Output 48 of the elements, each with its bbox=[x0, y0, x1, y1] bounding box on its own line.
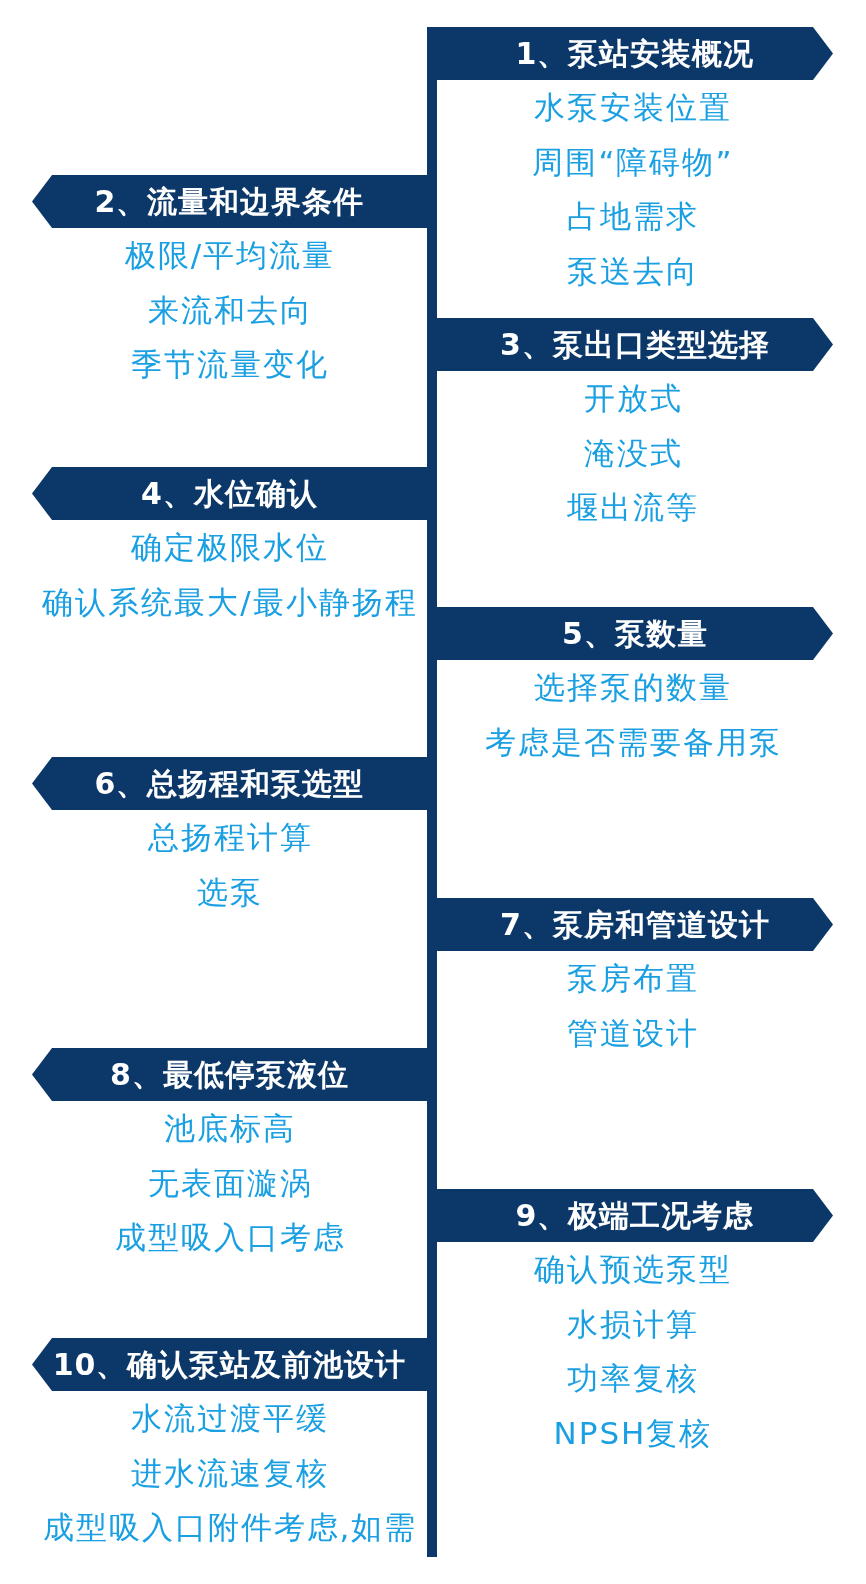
sub-step-text: 管道设计 bbox=[567, 1013, 699, 1053]
sub-step-text: 来流和去向 bbox=[147, 290, 313, 330]
step-heading: 1、泵站安装概况 bbox=[515, 35, 755, 72]
sub-step-text: 考虑是否需要备用泵 bbox=[484, 722, 782, 762]
arrow-banner bbox=[32, 467, 427, 520]
sub-step-text: 进水流速复核 bbox=[131, 1453, 329, 1493]
step-heading: 8、最低停泵液位 bbox=[110, 1056, 349, 1093]
sub-step-text: 泵送去向 bbox=[567, 251, 699, 291]
sub-step-text: 成型吸入口附件考虑,如需 bbox=[42, 1508, 418, 1547]
step-heading: 7、泵房和管道设计 bbox=[500, 906, 770, 943]
step-heading: 10、确认泵站及前池设计 bbox=[52, 1346, 407, 1383]
arrow-banner bbox=[32, 175, 427, 228]
sub-step-text: 开放式 bbox=[583, 379, 683, 418]
sub-step-text: 选泵 bbox=[197, 872, 263, 912]
sub-step-text: 池底标高 bbox=[164, 1109, 296, 1148]
sub-step-text: 水泵安装位置 bbox=[534, 88, 732, 127]
sub-step-text: 水流过渡平缓 bbox=[131, 1399, 329, 1438]
arrow-banner bbox=[32, 1338, 427, 1391]
arrow-banner bbox=[437, 607, 833, 660]
sub-step-text: 堰出流等 bbox=[567, 488, 699, 527]
sub-step-text: 确定极限水位 bbox=[131, 528, 329, 567]
arrow-banner bbox=[437, 898, 833, 951]
step-heading: 3、泵出口类型选择 bbox=[500, 326, 770, 363]
sub-step-text: 无表面漩涡 bbox=[147, 1163, 313, 1203]
step-heading: 4、水位确认 bbox=[141, 475, 318, 512]
step-heading: 9、极端工况考虑 bbox=[515, 1197, 755, 1234]
sub-step-text: 水损计算 bbox=[567, 1304, 699, 1344]
sub-step-text: 周围“障碍物” bbox=[532, 142, 734, 182]
arrow-banner bbox=[32, 1048, 427, 1101]
sub-step-text: 泵房布置 bbox=[567, 959, 699, 998]
sub-step-text: 总扬程计算 bbox=[147, 818, 313, 857]
sub-step-text: NPSH复核 bbox=[553, 1413, 713, 1453]
sub-step-text: 成型吸入口考虑 bbox=[114, 1218, 346, 1257]
sub-step-text: 占地需求 bbox=[567, 197, 699, 236]
step-heading: 5、泵数量 bbox=[562, 615, 708, 652]
arrow-banner bbox=[437, 1189, 833, 1242]
step-heading: 6、总扬程和泵选型 bbox=[94, 765, 365, 802]
arrow-banner bbox=[32, 757, 427, 810]
arrow-banner bbox=[437, 27, 833, 80]
sub-step-text: 淹没式 bbox=[583, 433, 683, 473]
sub-step-text: 季节流量变化 bbox=[131, 345, 329, 384]
sub-step-text: 确认系统最大/最小静扬程 bbox=[42, 582, 418, 622]
sub-step-text: 极限/平均流量 bbox=[124, 236, 336, 275]
sub-step-text: 确认预选泵型 bbox=[534, 1250, 732, 1289]
sub-step-text: 功率复核 bbox=[567, 1359, 699, 1398]
arrow-banner bbox=[437, 318, 833, 371]
sub-step-text: 选择泵的数量 bbox=[534, 668, 732, 707]
step-heading: 2、流量和边界条件 bbox=[94, 183, 365, 220]
